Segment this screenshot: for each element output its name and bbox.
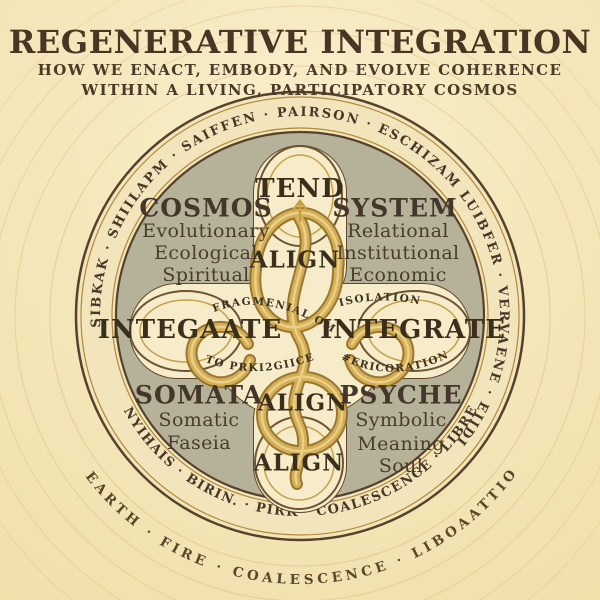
- quadrant-psyche-item: Soul: [378, 455, 424, 477]
- quadrant-system-title: SYSTEM: [332, 193, 458, 223]
- quadrant-somata-item: Somatic: [158, 409, 240, 431]
- outer-gold-line: [80, 96, 520, 536]
- page-subtitle-line2: WITHIN A LIVING, PARTICIPATORY COSMOS: [81, 81, 519, 99]
- quadrant-system-item: Economic: [349, 264, 447, 286]
- quadrant-somata-item: Faseia: [166, 432, 232, 454]
- quadrant-psyche-title: PSYCHE: [339, 380, 463, 410]
- quadrant-cosmos-item: Spiritual: [162, 264, 250, 286]
- quadrant-cosmos-item: Evolutionary: [142, 220, 270, 242]
- up-arrow-icon: [292, 198, 308, 223]
- quadrant-system-item: Institutional: [336, 242, 460, 264]
- node-integrate: INTEGRATE: [320, 315, 506, 345]
- page-subtitle-line1: HOW WE ENACT, EMBODY, AND EVOLVE COHEREN…: [37, 61, 563, 79]
- quadrant-psyche-item: Symbolic: [355, 409, 447, 431]
- quadrant-psyche-item: Meaning: [357, 433, 445, 455]
- page-title: REGENERATIVE INTEGRATION: [8, 23, 592, 61]
- node-align-bottom: ALIGN: [253, 449, 345, 477]
- node-align-upper: ALIGN: [249, 246, 341, 274]
- quadrant-somata-title: SOMATA: [134, 380, 264, 410]
- quadrant-cosmos-item: Ecological: [154, 242, 258, 264]
- quadrant-system-item: Relational: [347, 220, 449, 242]
- node-integaate: INTEGAATE: [97, 315, 283, 345]
- quadrant-cosmos-title: COSMOS: [139, 193, 273, 223]
- node-align-lower: ALIGN: [257, 389, 349, 417]
- node-tend: TEND: [255, 174, 345, 204]
